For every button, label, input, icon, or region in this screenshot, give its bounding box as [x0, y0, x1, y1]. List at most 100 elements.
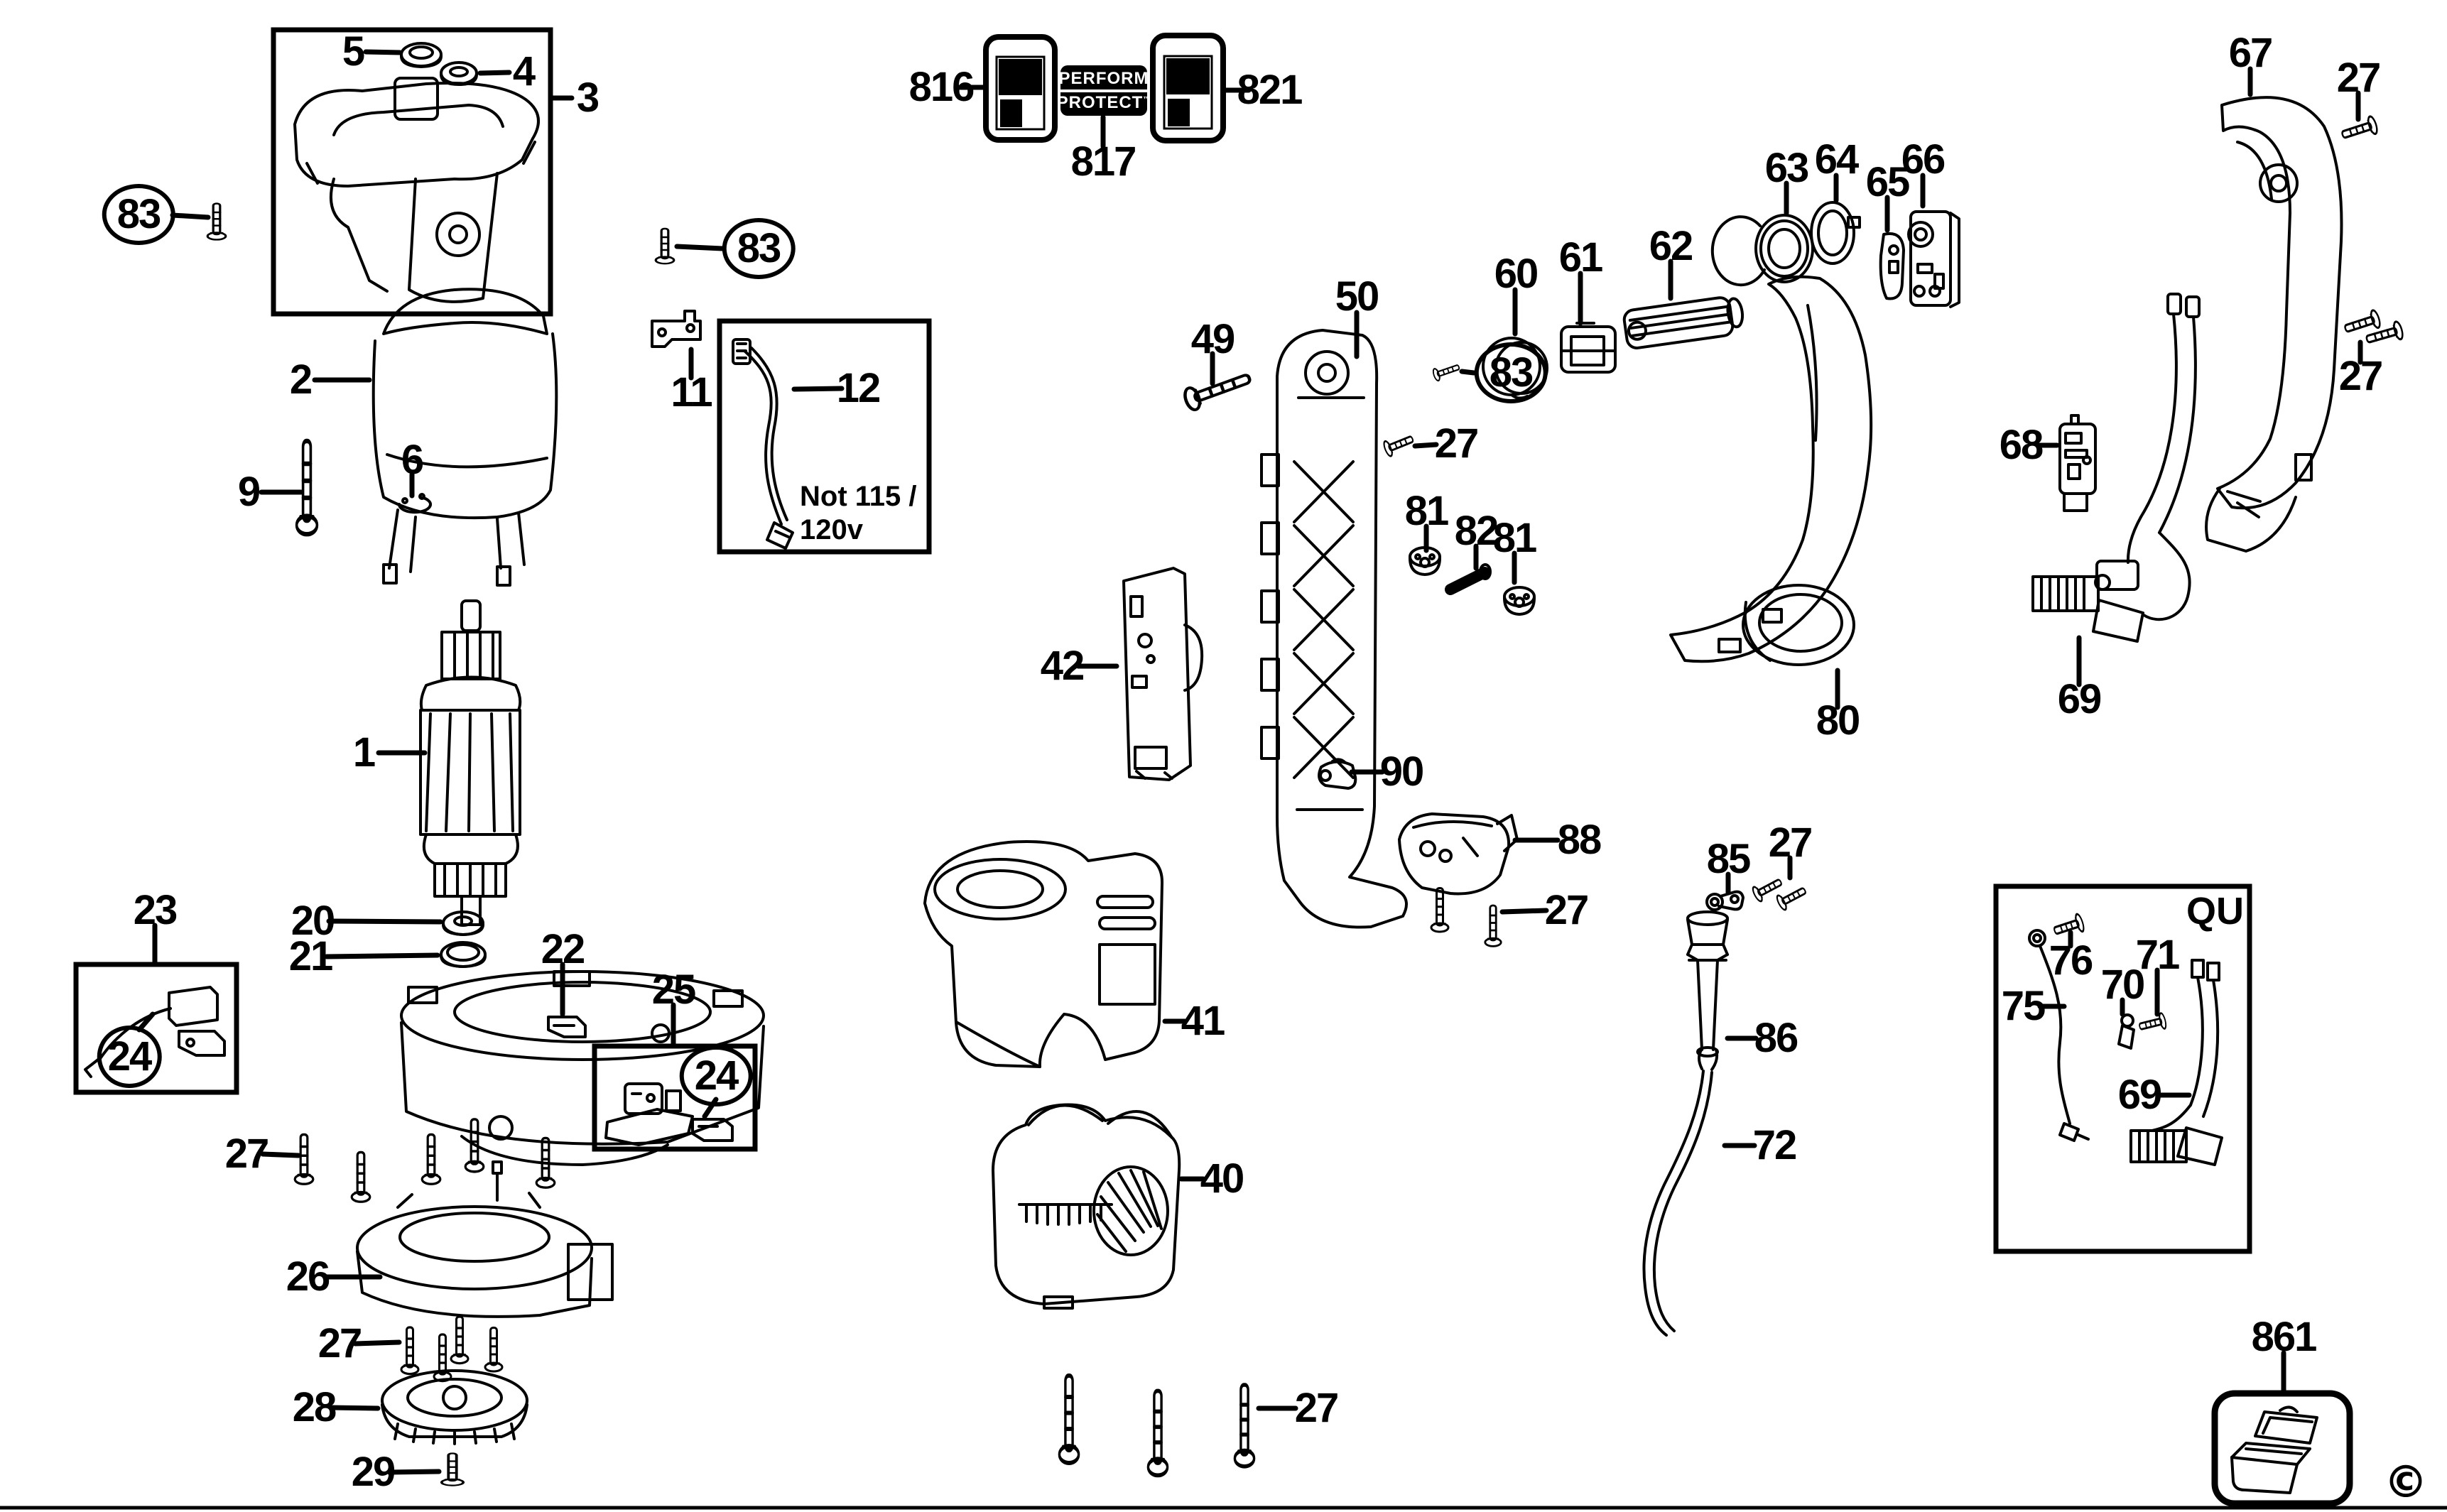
part-callout-83: 83 — [722, 218, 796, 279]
part-callout-88: 88 — [1557, 817, 1602, 863]
part-callout-65: 65 — [1865, 159, 1910, 205]
part-callout-83: 83 — [1474, 342, 1548, 403]
part-callout-68: 68 — [1999, 422, 2044, 468]
part-81b-hub-sketch — [1503, 586, 1536, 616]
part-callout-67: 67 — [2228, 30, 2273, 76]
part-callout-27: 27 — [1768, 820, 1813, 866]
part-42-module-sketch — [1122, 567, 1204, 781]
part-63-boot-sketch — [1710, 214, 1814, 287]
part-75-wire-sketch — [2028, 929, 2090, 1142]
part-callout-75: 75 — [2001, 983, 2046, 1029]
part-callout-63: 63 — [1764, 145, 1809, 191]
screw-83-left — [206, 202, 227, 241]
part-29-screw — [440, 1452, 465, 1487]
screw-27-center — [1381, 430, 1416, 458]
part-62-rail-sketch — [1622, 296, 1745, 349]
part-callout-23: 23 — [133, 887, 178, 933]
part-callout-22: 22 — [541, 926, 585, 972]
part-callout-41: 41 — [1181, 998, 1225, 1044]
part-callout-26: 26 — [286, 1253, 330, 1300]
part-40-cover-sketch — [992, 1103, 1181, 1310]
part-20-bearing-sketch — [442, 910, 484, 936]
leader-lines — [136, 49, 2363, 1475]
part-callout-86: 86 — [1754, 1015, 1798, 1061]
part-callout-27: 27 — [1294, 1385, 1339, 1431]
part-callout-83: 83 — [102, 184, 175, 245]
part-callout-61: 61 — [1558, 234, 1603, 281]
part-callout-49: 49 — [1190, 316, 1235, 362]
part-69qu-harness-sketch — [2129, 959, 2223, 1166]
part-64-ring-sketch — [1810, 201, 1861, 265]
part-callout-40: 40 — [1200, 1155, 1244, 1202]
part-callout-27: 27 — [2338, 353, 2383, 399]
part-callout-76: 76 — [2049, 937, 2093, 984]
part-callout-11: 11 — [671, 369, 712, 415]
part-88-cap-sketch — [1398, 812, 1519, 896]
part-6-circlip-sketch — [397, 493, 432, 514]
part-callout-20: 20 — [291, 898, 335, 944]
part-21-ring-sketch — [440, 941, 487, 968]
part-861-kitbox-sketch — [2230, 1405, 2318, 1494]
part-66-switchplate-sketch — [1907, 210, 1960, 308]
part-callout-71: 71 — [2135, 932, 2180, 978]
part-61-cap-sketch — [1560, 322, 1617, 374]
part-callout-50: 50 — [1335, 273, 1379, 320]
field-housing-sketch — [400, 970, 765, 1166]
part-68-switch-sketch — [2058, 414, 2097, 512]
part-callout-861: 861 — [2251, 1314, 2318, 1360]
screws-27-bottom-center — [1059, 1376, 1254, 1475]
part-69-harness-sketch — [2031, 293, 2201, 643]
pin-83-center — [1431, 360, 1462, 383]
part-22-clip-sketch — [547, 1016, 587, 1038]
part-callout-27: 27 — [2336, 55, 2381, 101]
part-callout-81: 81 — [1404, 488, 1449, 534]
part-81a-hub-sketch — [1409, 546, 1441, 576]
trademark-symbol: ™ — [1143, 95, 1151, 104]
note-line-1: Not 115 / — [800, 481, 917, 512]
part-callout-12: 12 — [836, 365, 881, 411]
part-9-screw — [297, 441, 318, 534]
screws-27-under-88 — [1430, 887, 1502, 947]
part-callout-29: 29 — [351, 1449, 396, 1495]
part-callout-69: 69 — [2117, 1072, 2162, 1118]
part-callout-9: 9 — [237, 469, 261, 515]
part-85-link-sketch — [1705, 890, 1745, 911]
part-callout-62: 62 — [1649, 223, 1693, 269]
part-1-armature-sketch — [419, 599, 522, 926]
part-callout-28: 28 — [292, 1384, 337, 1430]
part-12-box — [717, 318, 932, 555]
part-80-ring-sketch — [1742, 584, 1855, 666]
part-callout-90: 90 — [1379, 749, 1424, 795]
part-callout-2: 2 — [289, 357, 313, 403]
part-callout-85: 85 — [1706, 836, 1751, 882]
part-71-screw — [2137, 1011, 2169, 1035]
copyright-symbol: © — [2384, 1456, 2428, 1508]
part-861-box — [2211, 1390, 2353, 1507]
part-callout-24: 24 — [97, 1026, 162, 1088]
perform-text: PERFORM — [1058, 70, 1149, 92]
part-callout-21: 21 — [288, 933, 333, 979]
part-callout-60: 60 — [1494, 251, 1539, 297]
screw-83-right — [654, 227, 675, 265]
part-41-shroud-sketch — [923, 840, 1164, 1068]
badge-816 — [983, 34, 1058, 143]
part-callout-64: 64 — [1814, 136, 1859, 183]
badge-821 — [1150, 33, 1226, 143]
part-callout-80: 80 — [1816, 697, 1860, 744]
screws-27-handle-bottom — [2341, 308, 2406, 349]
part-callout-5: 5 — [342, 28, 365, 75]
part-70-clip-sketch — [2117, 1013, 2135, 1050]
part-50-housing-sketch — [1260, 329, 1408, 929]
note-line-2: 120v — [800, 514, 863, 546]
part-65-button-sketch — [1879, 232, 1905, 300]
part-2-field-sketch — [371, 288, 558, 587]
part-callout-6: 6 — [401, 437, 424, 483]
part-5-bearing-sketch — [400, 42, 443, 68]
part-3-gearcase-sketch — [293, 77, 540, 303]
screws-27-near-85 — [1750, 874, 1810, 913]
grip-body-sketch — [1669, 275, 1873, 663]
part-4-bearing-sketch — [440, 61, 478, 86]
qu-box-title: QU — [2186, 890, 2244, 932]
screws-27-group-a — [293, 1118, 556, 1203]
